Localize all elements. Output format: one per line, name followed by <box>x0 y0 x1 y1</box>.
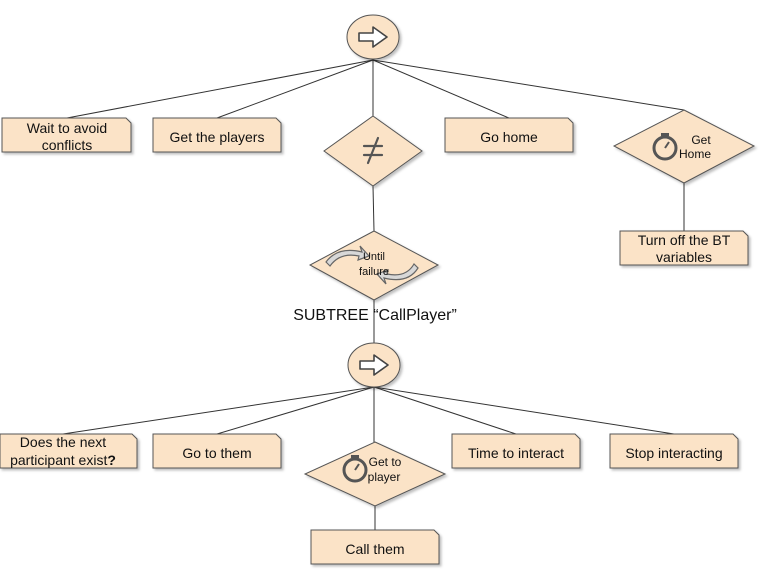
timeout-get-home-line-1: Get <box>691 133 711 147</box>
task-go-home-label: Go home <box>480 129 538 145</box>
main-root-sequence-node <box>346 14 400 60</box>
task-call-them-label: Call them <box>345 541 404 557</box>
task-turn-off-bt-variables: Turn off the BT variables <box>619 230 749 266</box>
task-next-participant-line-2: participant exist <box>10 452 107 468</box>
task-go-to-them: Go to them <box>152 433 282 469</box>
task-time-to-interact: Time to interact <box>451 433 581 469</box>
task-next-participant-exists: Does the next participant exist? <box>0 433 138 469</box>
task-go-home: Go home <box>444 117 574 153</box>
timeout-get-to-player-line-1: Get to <box>369 455 402 469</box>
task-turn-off-line-1: Turn off the BT <box>638 232 731 248</box>
task-go-to-them-label: Go to them <box>182 445 251 461</box>
inverter-node <box>323 115 423 187</box>
timeout-get-home-line-2: Home <box>679 147 711 161</box>
task-call-them: Call them <box>310 529 440 565</box>
task-wait-to-avoid-conflicts: Wait to avoid conflicts <box>1 117 132 153</box>
task-get-the-players-label: Get the players <box>170 129 265 145</box>
task-wait-line-2: conflicts <box>42 137 93 153</box>
task-stop-interacting: Stop interacting <box>609 433 739 469</box>
loop-arrows-icon <box>325 245 419 285</box>
loop-until-failure-line-2: failure <box>359 266 389 278</box>
sequence-arrow-icon <box>359 354 389 376</box>
loop-until-failure-line-1: Until <box>363 251 385 263</box>
sequence-arrow-icon <box>358 26 388 48</box>
timeout-get-to-player-node: Get to player <box>303 441 447 507</box>
subtree-title: SUBTREE “CallPlayer” <box>293 307 457 324</box>
task-wait-line-1: Wait to avoid <box>27 120 107 136</box>
stopwatch-icon <box>652 133 678 161</box>
task-next-participant-line-1: Does the next <box>20 434 106 450</box>
loop-until-failure-node: Until failure <box>308 230 440 301</box>
task-next-participant-question-mark: ? <box>107 452 116 468</box>
task-stop-interacting-label: Stop interacting <box>625 445 722 461</box>
task-turn-off-line-2: variables <box>656 249 712 265</box>
subtree-root-sequence-node <box>347 342 401 388</box>
stopwatch-icon <box>342 455 368 483</box>
svg-text:participant exist?: participant exist? <box>10 452 116 468</box>
timeout-get-to-player-line-2: player <box>368 470 401 484</box>
edges <box>62 59 685 530</box>
task-time-to-interact-label: Time to interact <box>468 445 564 461</box>
timeout-get-home-node: Get Home <box>612 109 756 184</box>
task-get-the-players: Get the players <box>152 117 282 153</box>
not-equal-icon <box>362 136 384 165</box>
